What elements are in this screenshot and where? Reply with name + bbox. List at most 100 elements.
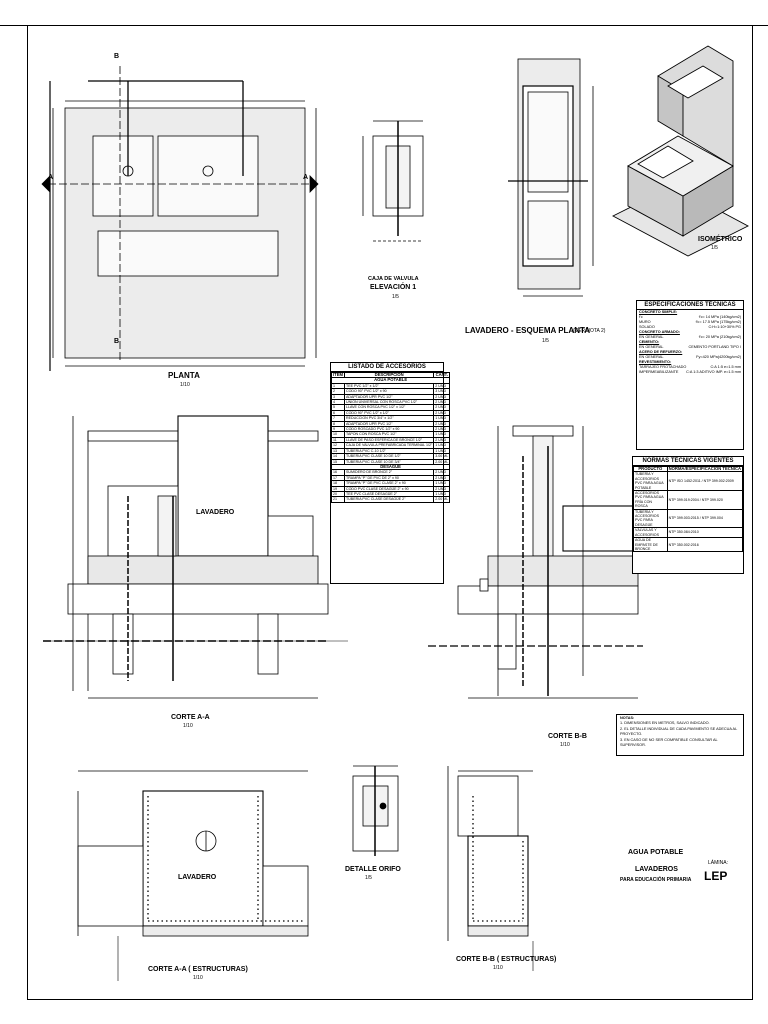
spec-value: CEMENTO PORTLAND TIPO I [688, 345, 741, 349]
nota-item: 3. EN CASO DE NO SER COMPATIBLE CONSULTA… [620, 737, 718, 748]
norma-producto: TUBERÍA Y ACCESORIOS PVC PARA DESAGÜE [633, 508, 668, 529]
accesorio-qty: 1 UND [433, 490, 451, 498]
spec-key: EN GENERAL [639, 345, 664, 349]
title-block-project: AGUA POTABLE [628, 849, 684, 856]
accesorio-desc: TRAMPA "P" DE PVC CLASE 2" x 90 [344, 480, 435, 487]
spec-value: f'c= 17.5 MPa (175kg/cm2) [695, 320, 741, 324]
accesorio-qty: 1 UND [433, 442, 451, 449]
spec-group-head: REVESTIMIENTO: [637, 360, 743, 365]
section-mark-a-left: A [48, 174, 54, 181]
norma-producto: ACCESORIOS PVC PARA AGUA FRÍA CON ROSCA [633, 490, 668, 510]
spec-row: EN GENERAL CEMENTO PORTLAND TIPO I [637, 345, 743, 350]
drawing-sheet: PLANTA 1/10 A A B B CAJA DE VALVULA ELEV… [27, 25, 753, 1000]
corte-aa-scale: 1/10 [183, 723, 193, 729]
title-block-sheet-label: LÁMINA: [708, 860, 729, 866]
spec-group-title: CONCRETO ARMADO: [639, 330, 680, 334]
nota-item: 1. DIMENSIONES EN METROS, SALVO INDICADO… [620, 721, 710, 726]
norma-especificacion: NTP 350.002:2016 [666, 537, 744, 553]
spec-group-head: ACERO DE REFUERZO: [637, 350, 743, 355]
corte-aa-title: CORTE A-A [171, 714, 210, 721]
accesorios-header-qty: CANT. [433, 371, 451, 379]
title-block-subject: LAVADEROS [635, 866, 678, 873]
accesorio-desc: CODO ROSCADO PVC 1/2" x 90 [344, 426, 435, 433]
accesorio-desc: TUBERIA PVC CLASE DESAGÜE 2" [344, 496, 435, 503]
corte-bb-scale: 1/10 [560, 742, 570, 748]
section-mark-a-right: A [303, 174, 309, 181]
esquema-scale: 1/5 [542, 338, 549, 344]
spec-key: TARRAJEO FROTACHADO [639, 365, 687, 369]
lavadero-label-aa: LAVADERO [196, 509, 235, 516]
accesorio-desc: CAJA DE VALVULA PREFABRICADA TERMINAL 1/… [344, 442, 435, 449]
accesorio-desc: TRAMPA "P" DE PVC DE 2" x 90 [344, 474, 435, 482]
accesorio-qty: 3.00 ML [433, 453, 451, 460]
esquema-title: LAVADERO - ESQUEMA PLANTA [465, 326, 591, 335]
spec-group-title: REVESTIMIENTO: [639, 360, 672, 364]
accesorio-qty: 1 UND [433, 447, 451, 455]
top-margin [0, 0, 768, 26]
detalle-title: DETALLE ORIFO [345, 866, 401, 873]
accesorios-section-desague: DESAGÜE [330, 463, 451, 471]
elevacion-caption: CAJA DE VALVULA [368, 276, 419, 282]
spec-group-title: ACERO DE REFUERZO: [639, 350, 683, 354]
especificaciones-title: ESPECIFICACIONES TÉCNICAS [637, 301, 743, 310]
accesorio-desc: TUBERIA PVC CLASE 10 DE 1/2" [344, 453, 435, 460]
isometrico-title: ISOMÉTRICO [698, 236, 743, 243]
planta-title: PLANTA [168, 371, 200, 380]
planta-scale: 1/10 [180, 382, 190, 388]
accesorio-qty: 2 UND [433, 420, 451, 428]
accesorio-qty: 2.00 ML [433, 496, 451, 503]
spec-value: f'c= 14 MPa (140kg/cm2) [698, 315, 741, 319]
normas-panel: NORMAS TÉCNICAS VIGENTES PRODUCTO NORMA/… [632, 456, 744, 574]
accesorio-desc: REDUCCION PVC 3/4" x 1/2" [344, 415, 435, 422]
spec-group-head: CONCRETO SIMPLE: [637, 310, 743, 315]
spec-key: SOLADO [639, 325, 655, 329]
spec-value: f'c= 20 MPa (210kg/cm2) [698, 335, 741, 339]
especificaciones-list: CONCRETO SIMPLE:f'c f'c= 14 MPa (140kg/cm… [637, 310, 743, 375]
corte-bb-est-title: CORTE B-B ( ESTRUCTURAS) [456, 956, 557, 963]
spec-value: C:A 1:5 e=1.5 mm [710, 365, 742, 369]
spec-row: f'c f'c= 14 MPa (140kg/cm2) [637, 315, 743, 320]
accesorio-desc: ADAPTADOR UPR PVC 1/2" [344, 420, 435, 428]
accesorio-qty: 2 UND [433, 398, 451, 406]
norma-producto: AGUA DE EMPASTE DE BRONCE [633, 537, 668, 553]
spec-group-head: CONCRETO ARMADO: [637, 330, 743, 335]
accesorio-qty: 1 UND [433, 431, 451, 438]
accesorio-desc: SUMIDERO DE BRONCE 2" [344, 469, 435, 476]
norma-row: TUBERÍA Y ACCESORIOS PVC PARA AGUA POTAB… [633, 471, 744, 492]
corte-bb-est-scale: 1/10 [493, 965, 503, 971]
accesorio-desc: LLAVE DE PASO ESFERICA DE BRONCE 1/2" [344, 436, 435, 444]
notas-title: NOTAS: [620, 716, 635, 720]
norma-especificacion: NTP 399.003:2015 / NTP 399.004 [666, 508, 744, 529]
norma-especificacion: NTP ISO 1452:2011 / NTP 399.002:2009 [666, 471, 744, 492]
spec-key: IMPERMEABILIZANTE [639, 370, 679, 374]
title-block-sheet-code: LEP [704, 869, 728, 883]
normas-header-producto: PRODUCTO [633, 465, 668, 473]
norma-especificacion: NTP 350.084:2010 [666, 527, 744, 539]
drawing-linework [41, 45, 749, 981]
isometrico-scale: 1/5 [711, 245, 718, 251]
spec-key: EN GENERAL [639, 335, 664, 339]
accesorio-qty: 1 UND [433, 480, 451, 487]
spec-row: TARRAJEO FROTACHADO C:A 1:5 e=1.5 mm [637, 365, 743, 370]
planta-basin-left [92, 135, 154, 217]
accesorio-qty: 3 UND [433, 388, 451, 395]
accesorio-item: 21 [330, 496, 346, 503]
accesorio-desc: TUBERIA PVC CLASE 10 DE 3/4" [344, 458, 435, 465]
spec-group-title: CONCRETO SIMPLE: [639, 310, 678, 314]
accesorio-qty: 2 UND [433, 485, 451, 492]
spec-key: f'c [639, 315, 643, 319]
accesorio-desc: ADAPTADOR UPR PVC 1/2" [344, 393, 435, 401]
accesorios-header-item: ITEM [330, 371, 346, 379]
